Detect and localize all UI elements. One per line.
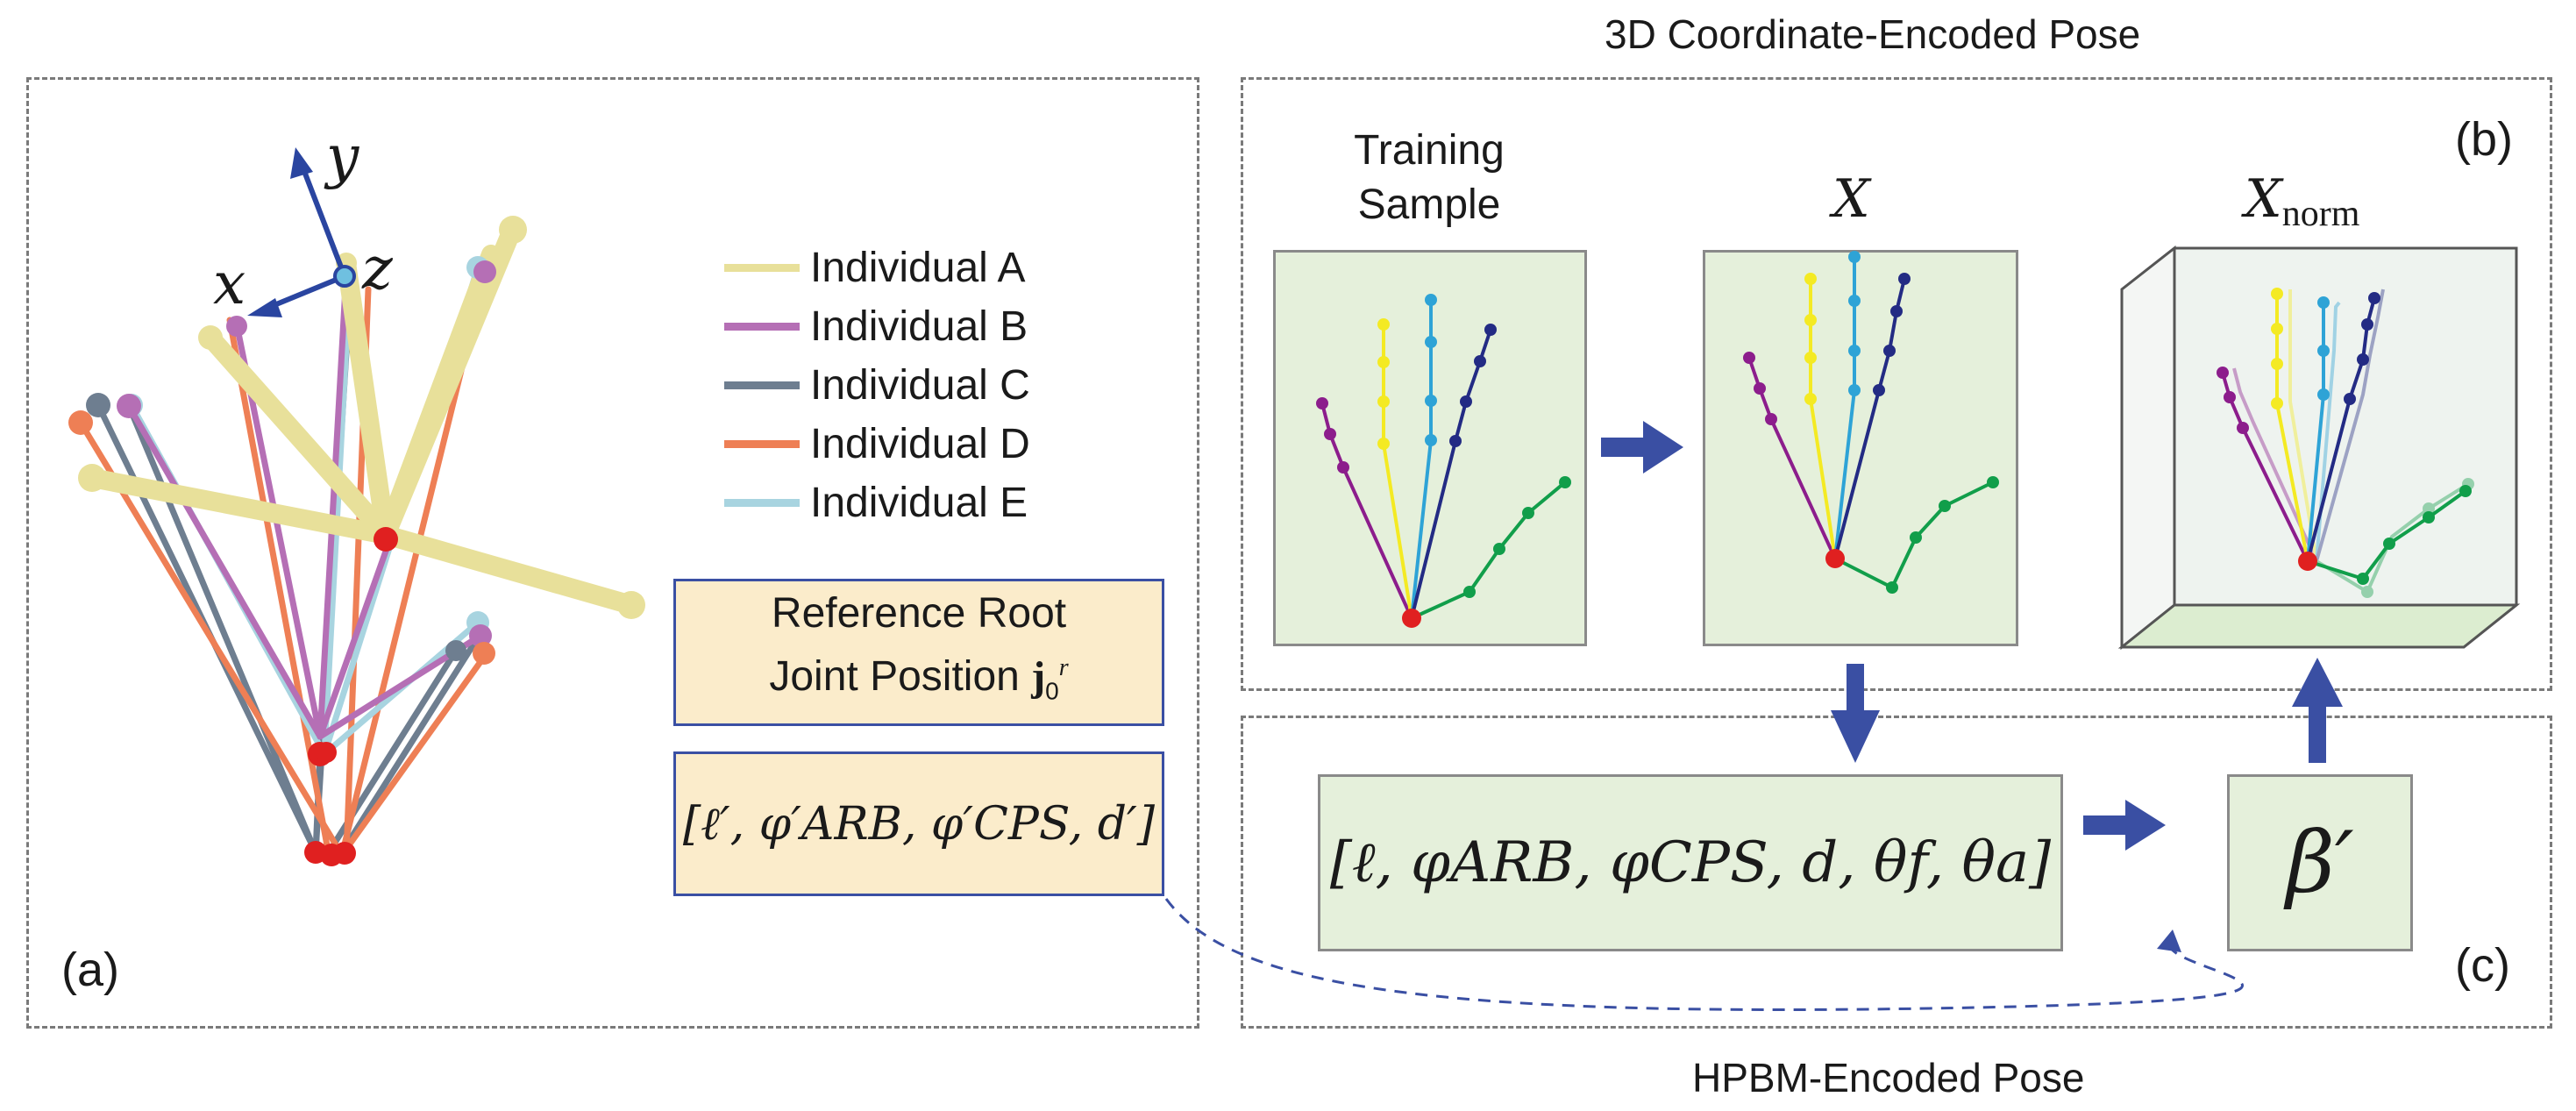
panel-b [1241, 77, 2552, 691]
params-full-text: [ℓ, φARB, φCPS, d, θf, θa] [1329, 830, 2052, 895]
axis-label-z: z [362, 235, 393, 303]
hand-x [1743, 251, 1999, 594]
panel-tag-a: (a) [61, 944, 119, 996]
training-sample-line2: Sample [1357, 182, 1501, 228]
legend-item-b: Individual B [724, 303, 1028, 351]
legend-item-a: Individual A [724, 244, 1026, 292]
legend-swatch-a [724, 264, 800, 272]
hand-xnorm [2217, 288, 2472, 585]
beta-box: β′ [2227, 774, 2413, 951]
reference-root-sub: 0 [1045, 677, 1059, 705]
axis-label-y: y [326, 123, 359, 190]
params-prime-box: [ℓ′, φ′ARB, φ′CPS, d′] [673, 751, 1164, 896]
training-sample-line1: Training [1354, 127, 1505, 174]
params-prime-text: [ℓ′, φ′ARB, φ′CPS, d′] [682, 797, 1156, 851]
xnorm-symbol: X [2245, 168, 2282, 230]
legend-swatch-b [724, 323, 800, 331]
legend-label-e: Individual E [810, 480, 1028, 526]
panel-c [1241, 716, 2552, 1029]
z-axis-origin [333, 265, 356, 288]
y-axis-arrowhead [290, 147, 313, 179]
reference-root-line1: Reference Root [771, 589, 1067, 637]
reference-root-line2: Joint Position j0r [769, 641, 1068, 719]
legend-item-c: Individual C [724, 361, 1030, 410]
panel-a [26, 77, 1199, 1029]
legend-label-b: Individual B [810, 303, 1028, 350]
dashed-connector [1164, 898, 2245, 1011]
axis-label-x: x [213, 250, 246, 317]
x-box [1703, 250, 2018, 646]
legend-swatch-d [724, 440, 800, 448]
axes-arrows [264, 165, 347, 311]
hand-training [1316, 294, 1571, 628]
legend-label-c: Individual C [810, 362, 1030, 409]
reference-root-box: Reference Root Joint Position j0r [673, 579, 1164, 726]
caption-top: 3D Coordinate-Encoded Pose [1605, 11, 2141, 57]
legend-swatch-c [724, 381, 800, 389]
x-axis-arrowhead [247, 298, 282, 317]
params-full-box: [ℓ, φARB, φCPS, d, θf, θa] [1318, 774, 2063, 951]
joint-dots [68, 216, 645, 866]
legend-swatch-e [724, 499, 800, 507]
xnorm-label: Xnorm [2245, 168, 2359, 235]
hand-xnorm-faded [2232, 288, 2474, 598]
reference-root-symbol: j [1031, 652, 1046, 700]
dashed-connector-arrowhead [2157, 929, 2181, 952]
legend-item-d: Individual D [724, 420, 1030, 468]
xnorm-sub: norm [2281, 194, 2360, 234]
caption-bottom: HPBM-Encoded Pose [1692, 1055, 2085, 1100]
reference-root-sup: r [1058, 653, 1069, 681]
legend-label-a: Individual A [810, 245, 1026, 291]
legend-item-e: Individual E [724, 479, 1028, 527]
beta-text: β′ [2286, 814, 2354, 912]
reference-root-label: Joint Position [769, 652, 1020, 700]
flow-arrows [1601, 421, 2343, 851]
training-sample-label: Training Sample [1289, 121, 1569, 235]
x-label: X [1832, 168, 1870, 230]
legend-label-d: Individual D [810, 421, 1030, 467]
panel-tag-c: (c) [2455, 939, 2510, 992]
panel-tag-b: (b) [2455, 113, 2513, 166]
